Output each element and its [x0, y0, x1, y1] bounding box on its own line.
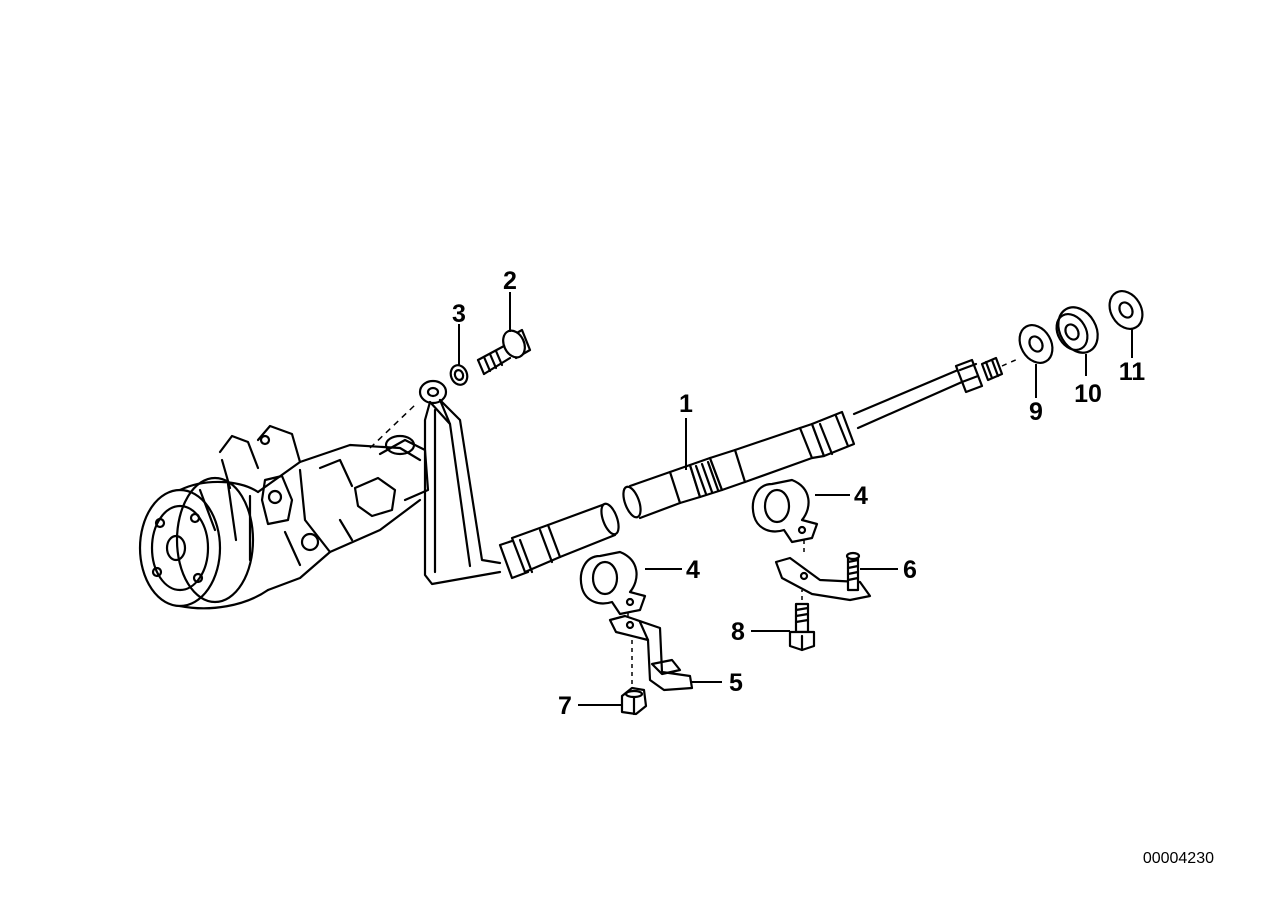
leader-lines — [458, 292, 1133, 706]
callout-9: 9 — [1029, 398, 1043, 426]
callout-11: 11 — [1119, 358, 1146, 386]
bracket-5 — [608, 612, 694, 692]
callout-4-upper: 4 — [854, 482, 868, 510]
washer-11 — [1108, 290, 1144, 330]
diagram-reference-number: 00004230 — [1143, 850, 1214, 867]
clamp-upper — [751, 478, 819, 544]
pressure-hose — [418, 356, 1021, 586]
grommet-10 — [1055, 306, 1099, 354]
callout-4-lower: 4 — [686, 556, 700, 584]
callout-8: 8 — [731, 618, 745, 646]
callout-2: 2 — [503, 267, 517, 295]
callout-10: 10 — [1074, 380, 1102, 408]
banjo-bolt — [476, 328, 532, 376]
callout-7: 7 — [558, 692, 572, 720]
callout-5: 5 — [729, 669, 743, 697]
callouts: 1 2 3 4 4 5 6 7 8 9 10 11 — [452, 267, 1145, 720]
bolt-8 — [788, 590, 816, 652]
clamp-lower — [579, 550, 647, 616]
sealing-ring — [449, 364, 469, 386]
callout-1: 1 — [679, 390, 693, 418]
hex-nut-7 — [620, 686, 648, 716]
callout-6: 6 — [903, 556, 917, 584]
washer-9 — [1018, 324, 1054, 364]
callout-3: 3 — [452, 300, 466, 328]
bracket-6 — [774, 540, 872, 602]
pump-assembly — [138, 404, 430, 610]
